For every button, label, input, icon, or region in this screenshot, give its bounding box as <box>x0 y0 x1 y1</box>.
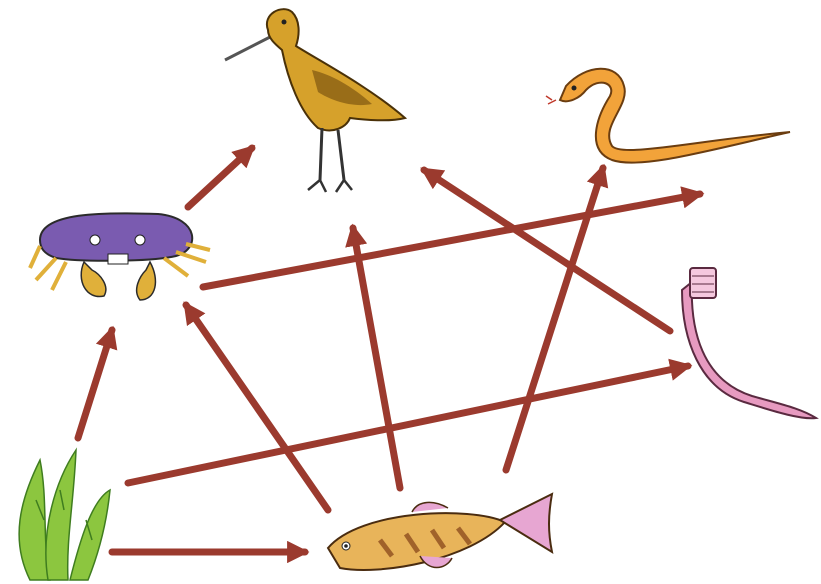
arrow-seaweed-to-crab <box>78 330 112 438</box>
arrow-seaweed-to-worm <box>128 366 688 483</box>
arrow-fish-to-crab <box>186 305 328 510</box>
shorebird-icon <box>225 9 405 192</box>
fish-icon <box>328 494 552 570</box>
seaweed-icon <box>19 450 110 580</box>
arrow-crab-to-bird <box>188 148 252 207</box>
arrow-crab-to-snake <box>203 194 700 287</box>
arrow-worm-to-bird <box>424 170 670 331</box>
snake-icon <box>546 69 790 163</box>
worm-icon <box>682 268 816 418</box>
crab-icon <box>30 213 210 300</box>
food-web-arrows <box>78 148 700 552</box>
arrow-fish-to-bird <box>353 228 400 488</box>
arrow-fish-to-snake <box>506 168 603 470</box>
